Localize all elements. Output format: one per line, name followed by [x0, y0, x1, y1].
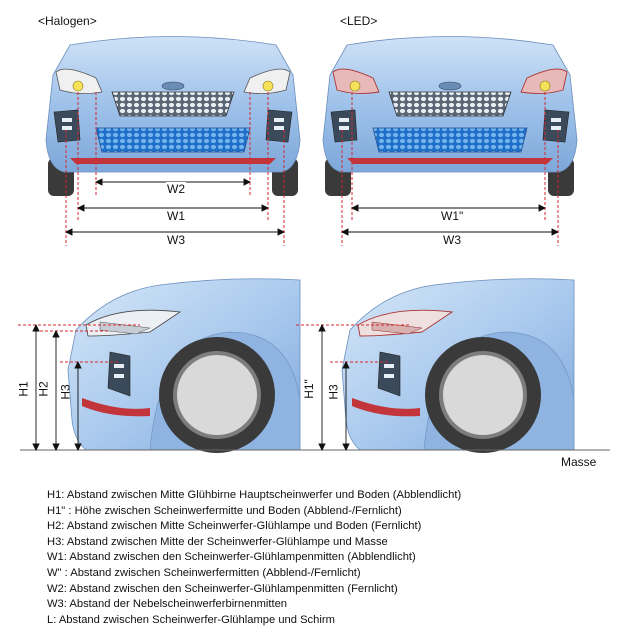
legend-item-w2: W2: Abstand zwischen den Scheinwerfer-Gl…	[47, 582, 398, 595]
halogen-height-dimensions	[18, 323, 140, 452]
label-h3: H3	[58, 384, 73, 400]
halogen-section-label: <Halogen>	[38, 14, 97, 28]
legend-item-w1: W1: Abstand zwischen den Scheinwerfer-Gl…	[47, 551, 416, 564]
legend-item-h1: H1: Abstand zwischen Mitte Glühbirne Hau…	[47, 489, 462, 501]
label-h2: H2	[36, 381, 51, 397]
ground-label: Masse	[561, 455, 597, 469]
legend: H1: Abstand zwischen Mitte Glühbirne Hau…	[47, 488, 461, 628]
label-w3-led: W3	[442, 233, 462, 247]
legend-item-h2: H2: Abstand zwischen Mitte Scheinwerfer-…	[47, 520, 422, 533]
label-w1-led: W1"	[440, 209, 465, 223]
label-w2: W2	[166, 182, 186, 196]
label-w3-halogen: W3	[166, 233, 186, 247]
legend-item-w3: W3: Abstand der Nebelscheinwerferbirnenm…	[47, 598, 288, 611]
led-width-dimensions	[341, 92, 559, 246]
led-height-dimensions	[296, 323, 410, 452]
led-dimension-arrows	[340, 204, 560, 236]
legend-item-w-led: W" : Abstand zwischen Scheinwerfermitten…	[47, 566, 361, 579]
label-h3-led: H3	[326, 384, 341, 400]
halogen-width-dimensions	[65, 92, 285, 246]
led-side-car	[341, 278, 575, 453]
halogen-side-car	[67, 278, 301, 453]
legend-item-h3: H3: Abstand zwischen Mitte der Scheinwer…	[47, 535, 388, 548]
label-h1: H1	[16, 381, 31, 397]
label-h1-led: H1"	[301, 379, 316, 399]
label-w1: W1	[166, 209, 186, 223]
halogen-dimension-arrows	[64, 178, 286, 236]
led-front-car	[322, 36, 578, 196]
legend-item-l: L: Abstand zwischen Scheinwerfer-Glühlam…	[47, 613, 335, 626]
led-section-label: <LED>	[340, 14, 378, 28]
legend-item-h1-led: H1" : Höhe zwischen Scheinwerfermitte un…	[47, 504, 402, 517]
halogen-front-car	[45, 36, 301, 196]
